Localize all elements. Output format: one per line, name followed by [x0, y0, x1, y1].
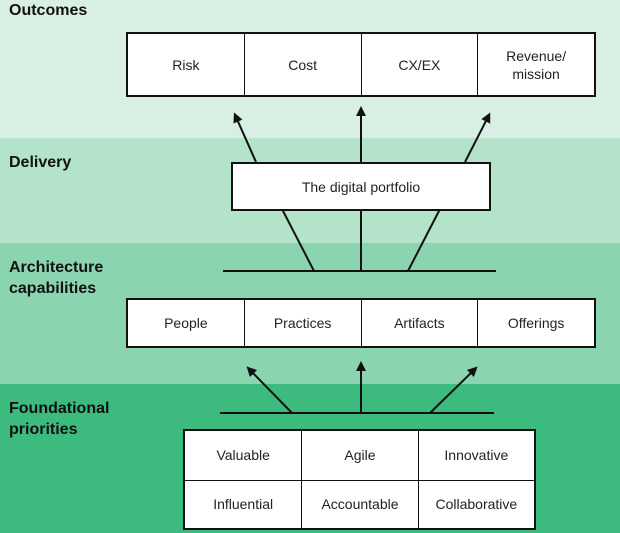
strut-right	[407, 208, 441, 272]
capability-artifacts: Artifacts	[360, 300, 478, 346]
arrow-to-people	[246, 366, 293, 414]
priority-collaborative: Collaborative	[417, 479, 534, 528]
capability-offerings: Offerings	[477, 300, 594, 346]
arrow-to-offerings	[429, 366, 478, 414]
architecture-label: Architecture capabilities	[9, 259, 104, 297]
capability-people: People	[164, 315, 208, 331]
outcomes-label: Outcomes	[9, 2, 88, 19]
priority-agile: Agile	[301, 431, 417, 480]
capability-practices: Practices	[243, 300, 361, 346]
arrow-to-revenue	[464, 112, 491, 163]
outcome-risk: Risk	[172, 56, 200, 73]
outcomes-row: Risk Cost CX/EX Revenue/ mission	[126, 32, 596, 97]
delivery-box: The digital portfolio	[231, 162, 491, 211]
arrow-to-risk	[233, 112, 257, 163]
priority-accountable: Accountable	[301, 479, 418, 528]
priority-valuable: Valuable	[216, 447, 270, 464]
foundational-label: Foundational priorities	[9, 400, 110, 438]
strut-left	[281, 208, 315, 272]
digital-portfolio: The digital portfolio	[301, 178, 421, 195]
priority-influential: Influential	[185, 479, 302, 529]
outcome-revenue-mission: Revenue/ mission	[477, 34, 594, 95]
delivery-label: Delivery	[9, 154, 72, 171]
priorities-grid: Valuable Agile Innovative Influential Ac…	[183, 429, 536, 530]
priority-innovative: Innovative	[417, 431, 534, 480]
outcome-cx-ex: CX/EX	[360, 34, 478, 95]
outcome-cost: Cost	[243, 34, 361, 95]
capabilities-row: People Practices Artifacts Offerings	[126, 298, 596, 348]
